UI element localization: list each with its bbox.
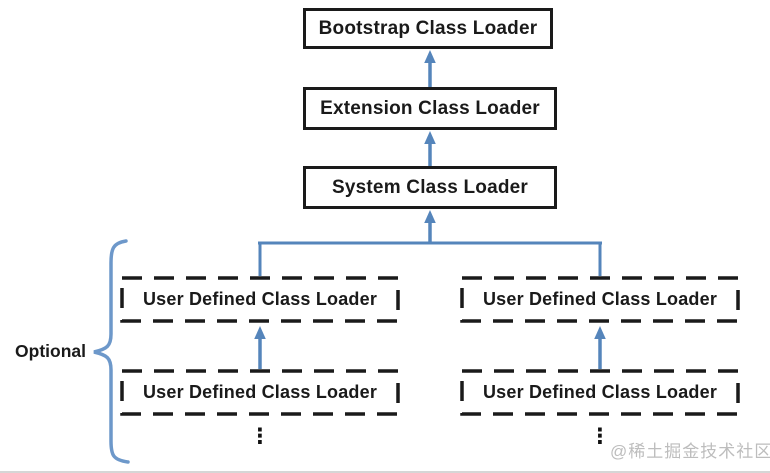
node-label: System Class Loader bbox=[332, 176, 528, 198]
node-bootstrap-class-loader: Bootstrap Class Loader bbox=[303, 8, 553, 49]
node-system-class-loader: System Class Loader bbox=[303, 166, 557, 209]
optional-brace bbox=[93, 239, 130, 464]
optional-label: Optional bbox=[15, 341, 86, 361]
node-user-defined-class-loader-top-right: User Defined Class Loader bbox=[460, 276, 740, 323]
node-label: Extension Class Loader bbox=[320, 97, 540, 119]
arrow-trunk-to-system bbox=[424, 210, 436, 243]
image-bottom-edge bbox=[0, 471, 770, 473]
dashed-border bbox=[460, 276, 740, 323]
node-label: User Defined Class Loader bbox=[142, 382, 378, 402]
dashed-border bbox=[120, 276, 400, 323]
arrow-extension-to-bootstrap bbox=[424, 50, 436, 87]
arrow-system-to-extension bbox=[424, 131, 436, 166]
node-user-defined-class-loader-bottom-left: User Defined Class Loader bbox=[120, 369, 400, 416]
dashed-border bbox=[120, 369, 400, 416]
vertical-ellipsis-right: ⋮ bbox=[589, 424, 611, 448]
node-label: Bootstrap Class Loader bbox=[318, 17, 538, 39]
arrow-udcl-right bbox=[594, 326, 606, 369]
node-label: User Defined Class Loader bbox=[482, 382, 718, 402]
juejin-watermark: @稀土掘金技术社区 bbox=[610, 442, 770, 461]
node-label: User Defined Class Loader bbox=[142, 289, 378, 309]
node-user-defined-class-loader-bottom-right: User Defined Class Loader bbox=[460, 369, 740, 416]
arrow-udcl-left bbox=[254, 326, 266, 369]
node-extension-class-loader: Extension Class Loader bbox=[303, 87, 557, 130]
node-label: User Defined Class Loader bbox=[482, 289, 718, 309]
node-user-defined-class-loader-top-left: User Defined Class Loader bbox=[120, 276, 400, 323]
vertical-ellipsis-left: ⋮ bbox=[249, 424, 271, 448]
dashed-border bbox=[460, 369, 740, 416]
